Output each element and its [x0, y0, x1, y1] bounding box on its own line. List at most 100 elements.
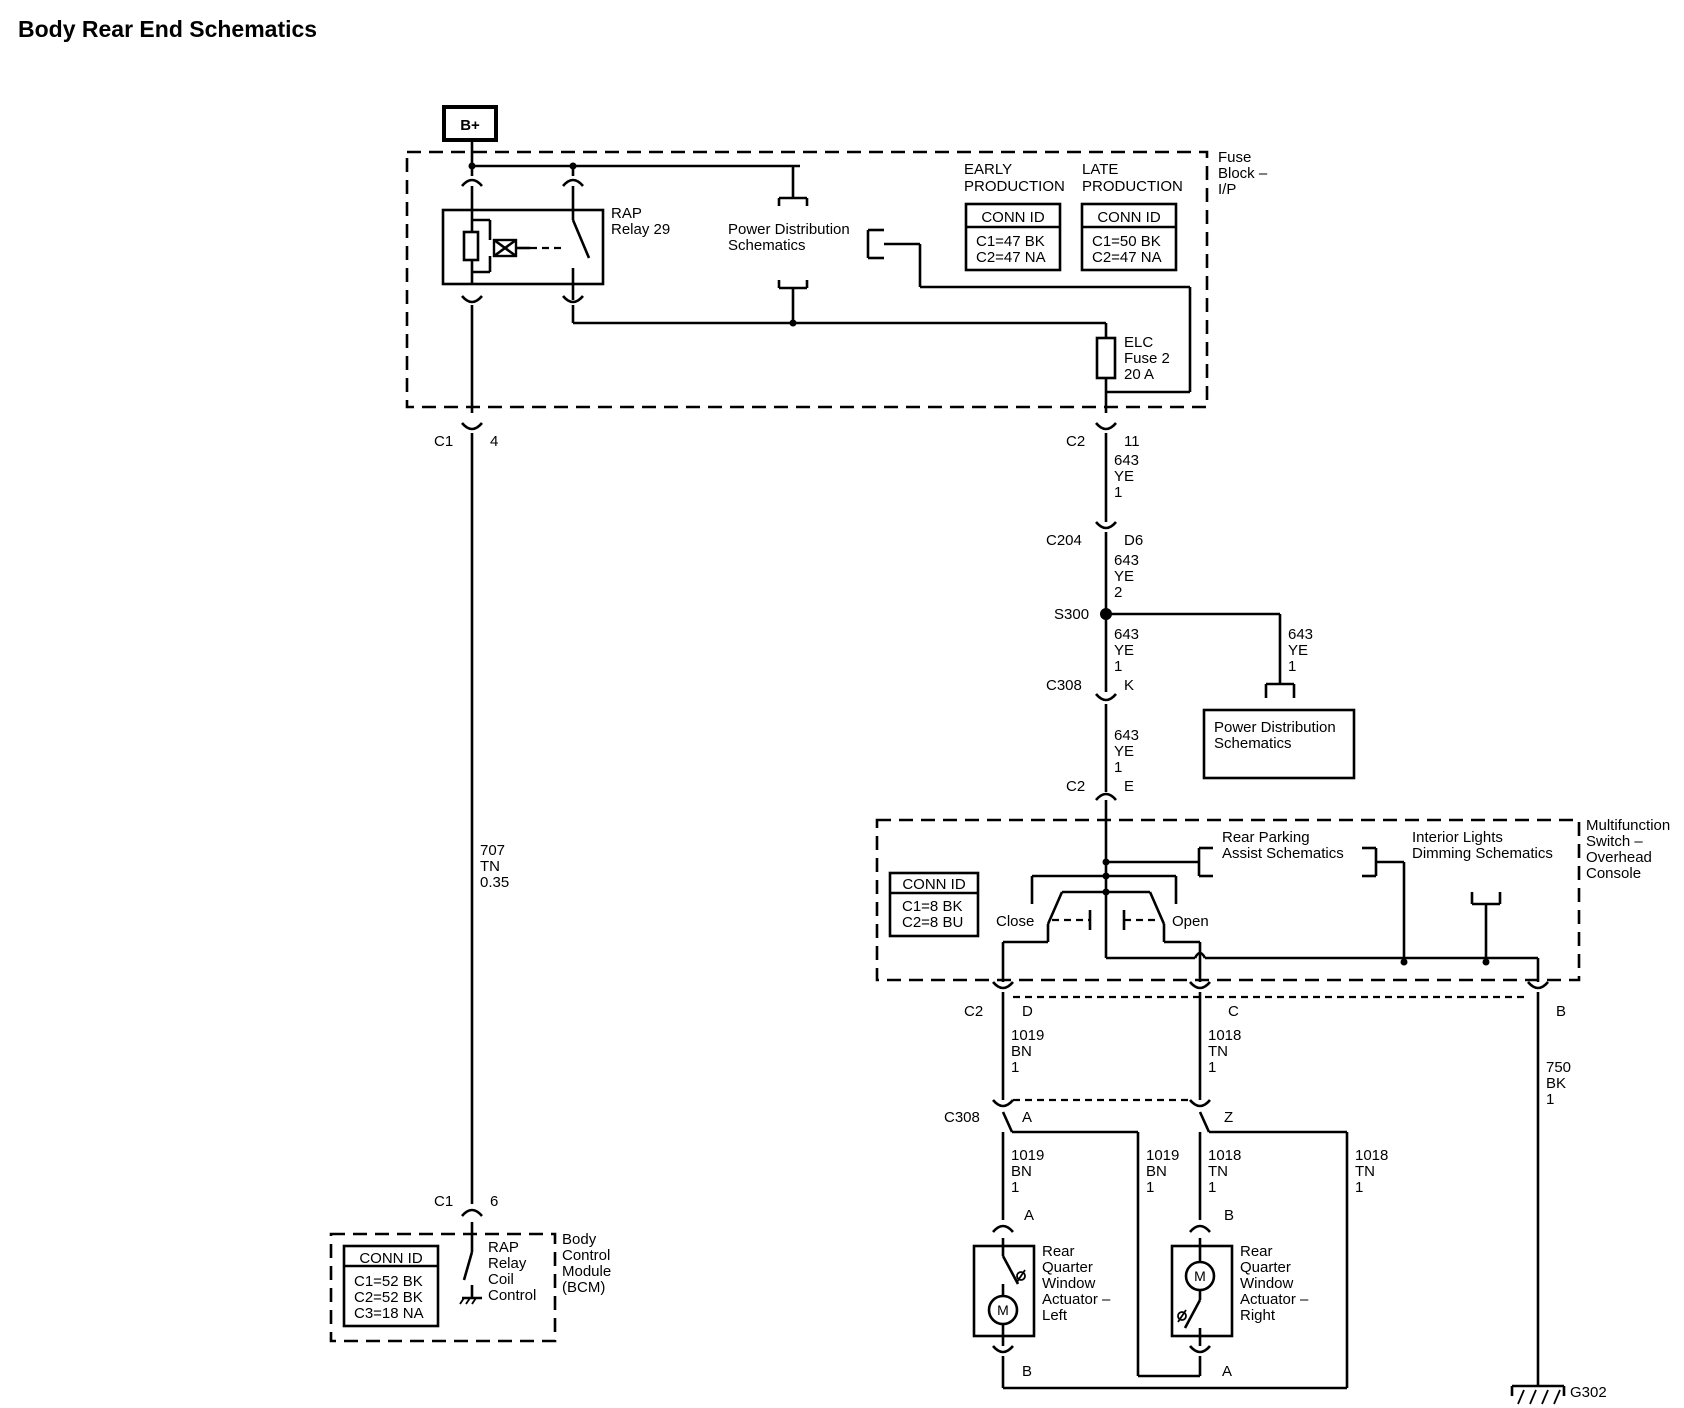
late-row-2: C2=47 NA: [1092, 249, 1162, 266]
early-production-table: EARLY PRODUCTION CONN ID C1=47 BK C2=47 …: [964, 161, 1065, 272]
w1018-2: TN: [1208, 1043, 1228, 1060]
lower-pin-b: B: [1556, 1003, 1566, 1020]
relay-name-1: RAP: [611, 205, 642, 222]
branch-target-1: Power Distribution: [1214, 719, 1336, 736]
lower-pin-z: Z: [1224, 1109, 1233, 1126]
la-name-2: Quarter: [1042, 1259, 1093, 1276]
mfs-name-1: Multifunction: [1586, 817, 1670, 834]
late-header: CONN ID: [1097, 209, 1161, 226]
lower-pin-d: D: [1022, 1003, 1033, 1020]
la-name-5: Left: [1042, 1307, 1068, 1324]
c2-top-pin: 11: [1124, 433, 1140, 450]
w1019a-3: 1: [1011, 1179, 1019, 1196]
wire-1019-upper: 1019 BN 1: [1001, 992, 1044, 1100]
wire4-1: 643: [1114, 727, 1139, 744]
bcm-name-1: Body: [562, 1231, 597, 1248]
bcm-conn-row-2: C2=52 BK: [354, 1289, 423, 1306]
la-pin-top: A: [1024, 1207, 1034, 1224]
wire2-2: YE: [1114, 568, 1134, 585]
ra-motor: M: [1194, 1268, 1206, 1284]
splice-label: S300: [1054, 606, 1089, 623]
rap-relay: RAP Relay 29: [441, 178, 670, 413]
early-row-1: C1=47 BK: [976, 233, 1045, 250]
left-window-actuator: A M B Rear Quarter Window Actuator – Lef…: [972, 1207, 1111, 1388]
left-wire-2: TN: [480, 858, 500, 875]
mfs-conn-row-1: C1=8 BK: [902, 898, 962, 915]
ra-name-4: Actuator –: [1240, 1291, 1309, 1308]
c204-pin: D6: [1124, 532, 1143, 549]
bcm-name-2: Control: [562, 1247, 610, 1264]
switch-close-label: Close: [996, 913, 1034, 930]
wire1-1: 643: [1114, 452, 1139, 469]
mfs-conn-header: CONN ID: [902, 876, 966, 893]
wire-750-ground: 750 BK 1: [1536, 992, 1571, 1386]
fuse-block-name-1: Fuse: [1218, 149, 1251, 166]
fuse-name-3: 20 A: [1124, 366, 1154, 383]
left-bottom-conn-id: C1: [434, 1193, 453, 1210]
w1018-3: 1: [1208, 1059, 1216, 1076]
lower-c2-id: C2: [964, 1003, 983, 1020]
wire3-2: YE: [1114, 642, 1134, 659]
fuse-block-bus: [468, 152, 809, 206]
left-wire-1: 707: [480, 842, 505, 859]
ground-g302: G302: [1510, 1384, 1607, 1405]
c308-pin: K: [1124, 677, 1134, 694]
fuse-block-boundary: [405, 150, 1209, 409]
bcm-relay-ctrl-3: Coil: [488, 1271, 514, 1288]
fuse-block-name-2: Block –: [1218, 165, 1268, 182]
wire-1018-upper: 1018 TN 1: [1198, 992, 1241, 1100]
la-name-4: Actuator –: [1042, 1291, 1111, 1308]
wire2-1: 643: [1114, 552, 1139, 569]
wire2-3: 2: [1114, 584, 1122, 601]
branch-wire-1: 643: [1288, 626, 1313, 643]
rear-parking-2: Assist Schematics: [1222, 845, 1344, 862]
battery-label: B+: [460, 117, 480, 134]
w1018-1: 1018: [1208, 1027, 1241, 1044]
c2-e-id: C2: [1066, 778, 1085, 795]
bcm-conn-header: CONN ID: [359, 1250, 423, 1267]
page-title: Body Rear End Schematics: [18, 16, 318, 42]
c2-e-pin: E: [1124, 778, 1134, 795]
w750-3: 1: [1546, 1091, 1554, 1108]
bcm-name-3: Module: [562, 1263, 611, 1280]
lower-c308-id: C308: [944, 1109, 980, 1126]
w1018a-3: 1: [1208, 1179, 1216, 1196]
interior-lights-2: Dimming Schematics: [1412, 845, 1553, 862]
w1019a-1: 1019: [1011, 1147, 1044, 1164]
bcm-conn-row-3: C3=18 NA: [354, 1305, 424, 1322]
main-circuit-643: C2 11 643 YE 1 C204 D6 643 YE 2 S300 643…: [1046, 422, 1356, 801]
wire3-1: 643: [1114, 626, 1139, 643]
body-control-module: CONN ID C1=52 BK C2=52 BK C3=18 NA RAP R…: [329, 1222, 611, 1343]
w1019b-2: BN: [1146, 1163, 1167, 1180]
interior-lights-1: Interior Lights: [1412, 829, 1503, 846]
lower-c2-connector: C2 D C B: [964, 981, 1566, 1020]
la-name-3: Window: [1042, 1275, 1096, 1292]
elc-fuse: ELC Fuse 2 20 A: [573, 321, 1170, 413]
battery-terminal: B+: [442, 105, 498, 152]
w1018a-2: TN: [1208, 1163, 1228, 1180]
power-dist-top-1: Power Distribution: [728, 221, 850, 238]
rear-parking-1: Rear Parking: [1222, 829, 1310, 846]
bcm-relay-ctrl-2: Relay: [488, 1255, 527, 1272]
c204-id: C204: [1046, 532, 1082, 549]
lower-pin-c: C: [1228, 1003, 1239, 1020]
relay-name-2: Relay 29: [611, 221, 670, 238]
wire4-2: YE: [1114, 743, 1134, 760]
early-row-2: C2=47 NA: [976, 249, 1046, 266]
ra-pin-bottom: A: [1222, 1363, 1232, 1380]
w1019-3: 1: [1011, 1059, 1019, 1076]
left-bottom-conn-pin: 6: [490, 1193, 498, 1210]
la-pin-bottom: B: [1022, 1363, 1032, 1380]
w1019-2: BN: [1011, 1043, 1032, 1060]
w1018b-1: 1018: [1355, 1147, 1388, 1164]
left-circuit: C1 4 707 TN 0.35 C1 6: [434, 422, 509, 1217]
w1019b-1: 1019: [1146, 1147, 1179, 1164]
power-dist-top-2: Schematics: [728, 237, 806, 254]
wire4-3: 1: [1114, 759, 1122, 776]
fuse-name-2: Fuse 2: [1124, 350, 1170, 367]
la-motor: M: [997, 1302, 1009, 1318]
bcm-relay-ctrl-1: RAP: [488, 1239, 519, 1256]
left-wire-3: 0.35: [480, 874, 509, 891]
w1019-1: 1019: [1011, 1027, 1044, 1044]
mfs-name-2: Switch –: [1586, 833, 1643, 850]
